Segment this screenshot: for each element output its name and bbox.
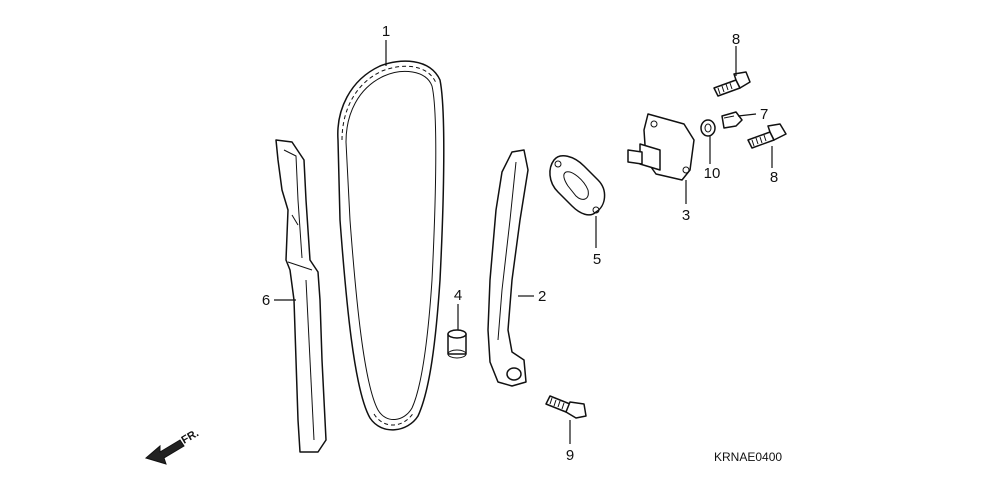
callout-2: 2 bbox=[538, 288, 546, 305]
callout-7: 7 bbox=[760, 106, 768, 123]
callout-10: 10 bbox=[704, 165, 721, 182]
leader-lines bbox=[274, 40, 773, 444]
front-direction-label: FR. bbox=[180, 427, 201, 446]
flange-bolt-right[interactable] bbox=[747, 123, 787, 149]
collar[interactable] bbox=[447, 329, 467, 359]
callout-8-upper: 8 bbox=[732, 31, 740, 48]
callout-9: 9 bbox=[566, 447, 574, 464]
flange-bolt-upper[interactable] bbox=[713, 71, 751, 97]
front-direction-arrow: FR. bbox=[144, 427, 201, 465]
cam-chain-guide[interactable] bbox=[275, 139, 327, 453]
cam-chain-tensioner-slipper[interactable] bbox=[487, 149, 529, 387]
cam-chain-tensioner-lifter[interactable] bbox=[627, 113, 695, 181]
flange-bolt-lower[interactable] bbox=[545, 395, 587, 419]
callout-8-lower: 8 bbox=[770, 169, 778, 186]
callout-1: 1 bbox=[382, 23, 390, 40]
callout-3: 3 bbox=[682, 207, 690, 224]
callout-6: 6 bbox=[262, 292, 270, 309]
tensioner-plug-bolt[interactable] bbox=[721, 111, 743, 129]
callout-5: 5 bbox=[593, 251, 601, 268]
sealing-washer[interactable] bbox=[700, 119, 716, 137]
diagram-code: KRNAE0400 bbox=[714, 450, 782, 464]
callout-4: 4 bbox=[454, 287, 462, 304]
cam-chain[interactable] bbox=[337, 60, 445, 431]
tensioner-gasket[interactable] bbox=[549, 155, 606, 216]
